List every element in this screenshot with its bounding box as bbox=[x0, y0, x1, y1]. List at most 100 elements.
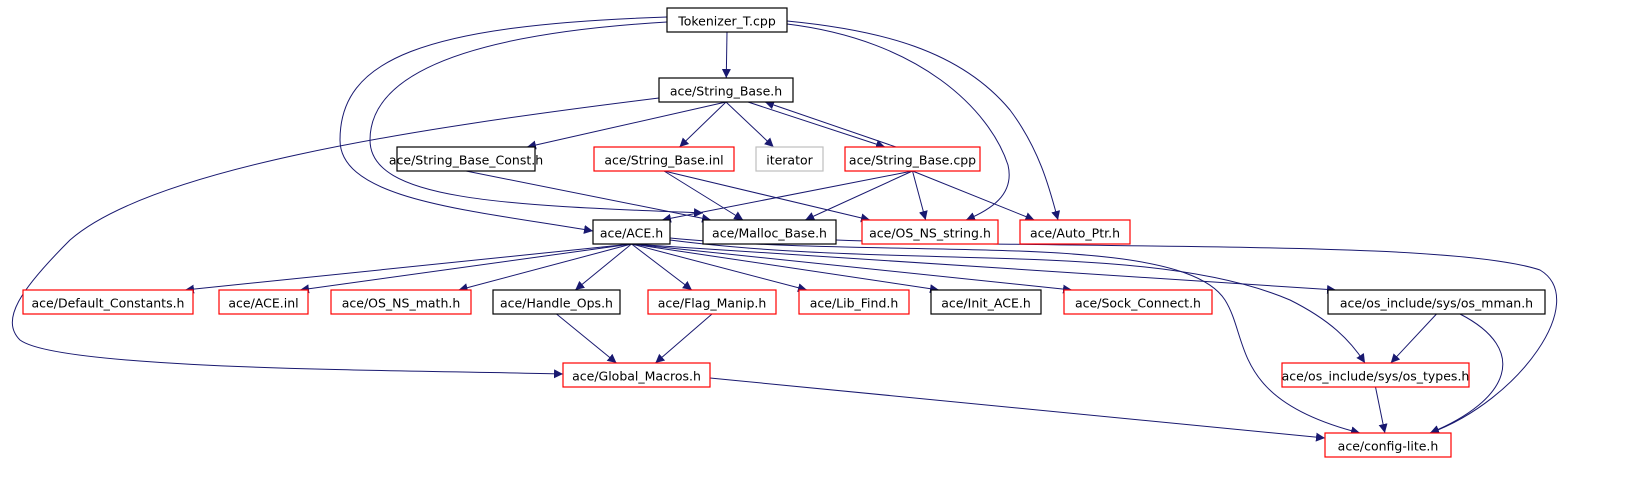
edge-ace_h-to-handle_ops bbox=[574, 243, 632, 291]
edge-string_base_inl-to-os_ns_string bbox=[663, 170, 871, 223]
edge-string_base_cpp-to-string_base_h bbox=[764, 100, 897, 148]
edge-tokenizer-to-malloc_base bbox=[369, 21, 704, 218]
edge-ace_h-to-init_ace bbox=[631, 243, 940, 294]
node-os_types[interactable]: ace/os_include/sys/os_types.h bbox=[1281, 362, 1470, 388]
edge-ace_h-to-os_types bbox=[669, 239, 1366, 364]
node-iterator[interactable]: iterator bbox=[755, 146, 824, 172]
node-label: ace/Lib_Find.h bbox=[810, 296, 899, 311]
node-init_ace[interactable]: ace/Init_ACE.h bbox=[930, 289, 1042, 315]
node-box bbox=[492, 289, 621, 315]
node-label: ace/String_Base_Const.h bbox=[389, 153, 543, 168]
node-os_ns_string[interactable]: ace/OS_NS_string.h bbox=[861, 219, 999, 245]
node-auto_ptr[interactable]: ace/Auto_Ptr.h bbox=[1019, 219, 1131, 245]
node-malloc_base[interactable]: ace/Malloc_Base.h bbox=[702, 219, 837, 245]
edge-malloc_base-to-config_lite bbox=[835, 239, 1558, 435]
node-handle_ops[interactable]: ace/Handle_Ops.h bbox=[492, 289, 621, 315]
edges-layer bbox=[11, 16, 1558, 442]
node-flag_manip[interactable]: ace/Flag_Manip.h bbox=[647, 289, 777, 315]
node-box bbox=[593, 146, 735, 172]
edge-string_base_cpp-to-ace_h bbox=[661, 170, 913, 223]
node-label: ace/os_include/sys/os_mman.h bbox=[1340, 296, 1533, 311]
node-os_ns_math[interactable]: ace/OS_NS_math.h bbox=[330, 289, 472, 315]
node-box bbox=[798, 289, 910, 315]
node-box bbox=[755, 146, 824, 172]
node-box bbox=[702, 219, 837, 245]
node-label: ace/Global_Macros.h bbox=[572, 369, 701, 384]
edge-string_base_h-to-iterator bbox=[725, 101, 774, 148]
node-label: ace/String_Base.inl bbox=[604, 153, 723, 168]
node-label: ace/ACE.inl bbox=[228, 296, 298, 311]
edge-ace_h-to-default_constants bbox=[184, 243, 632, 294]
node-box bbox=[396, 146, 536, 172]
node-label: ace/os_include/sys/os_types.h bbox=[1282, 369, 1470, 384]
edge-os_types-to-config_lite bbox=[1375, 386, 1388, 434]
edge-os_mman-to-config_lite bbox=[1429, 313, 1504, 434]
edge-ace_h-to-flag_manip bbox=[631, 243, 693, 291]
node-box bbox=[1324, 432, 1452, 458]
nodes-layer: Tokenizer_T.cpp ace/String_Base.h ace/Stri… bbox=[22, 7, 1546, 458]
node-box bbox=[1063, 289, 1213, 315]
node-label: ace/Default_Constants.h bbox=[32, 296, 185, 311]
edge-string_base_inl-to-malloc_base bbox=[663, 170, 744, 221]
edge-ace_h-to-sock_connect bbox=[631, 243, 1073, 294]
node-label: ace/String_Base.h bbox=[670, 84, 782, 99]
node-label: iterator bbox=[766, 153, 813, 168]
node-os_mman[interactable]: ace/os_include/sys/os_mman.h bbox=[1327, 289, 1546, 315]
node-box bbox=[1281, 362, 1470, 388]
node-box bbox=[1327, 289, 1546, 315]
node-label: ace/Sock_Connect.h bbox=[1075, 296, 1201, 311]
node-string_base_cpp[interactable]: ace/String_Base.cpp bbox=[844, 146, 981, 172]
node-box bbox=[647, 289, 777, 315]
edge-ace_h-to-lib_find bbox=[631, 243, 808, 293]
node-string_base_inl[interactable]: ace/String_Base.inl bbox=[593, 146, 735, 172]
node-string_base_const[interactable]: ace/String_Base_Const.h bbox=[389, 146, 543, 172]
node-label: ace/OS_NS_math.h bbox=[342, 296, 461, 311]
edge-ace_h-to-os_mman bbox=[631, 243, 1337, 294]
edge-string_base_cpp-to-auto_ptr bbox=[912, 170, 1035, 221]
node-box bbox=[930, 289, 1042, 315]
node-default_constants[interactable]: ace/Default_Constants.h bbox=[22, 289, 194, 315]
node-tokenizer[interactable]: Tokenizer_T.cpp bbox=[666, 7, 788, 33]
edge-string_base_h-to-string_base_const bbox=[526, 101, 727, 150]
edge-string_base_h-to-string_base_inl bbox=[679, 101, 727, 148]
node-box bbox=[658, 77, 794, 103]
node-box bbox=[562, 362, 711, 388]
edge-global_macros-to-config_lite bbox=[709, 377, 1326, 442]
node-ace_inl[interactable]: ace/ACE.inl bbox=[218, 289, 309, 315]
edge-string_base_cpp-to-os_ns_string bbox=[912, 170, 928, 221]
edge-tokenizer-to-ace_h bbox=[339, 16, 668, 234]
node-box bbox=[330, 289, 472, 315]
edge-os_mman-to-os_types bbox=[1390, 313, 1437, 364]
edge-string_base_const-to-malloc_base bbox=[465, 170, 712, 223]
edge-ace_h-to-config_lite bbox=[669, 237, 1361, 436]
node-label: ace/Handle_Ops.h bbox=[500, 296, 613, 311]
node-label: ace/OS_NS_string.h bbox=[869, 226, 991, 241]
node-box bbox=[1019, 219, 1131, 245]
edge-tokenizer-to-auto_ptr bbox=[786, 20, 1061, 221]
node-label: ace/Init_ACE.h bbox=[941, 296, 1031, 311]
node-label: ace/ACE.h bbox=[600, 226, 663, 241]
node-label: ace/Malloc_Base.h bbox=[712, 226, 827, 241]
node-box bbox=[666, 7, 788, 33]
node-label: ace/Flag_Manip.h bbox=[658, 296, 767, 311]
edge-string_base_cpp-to-malloc_base bbox=[805, 170, 913, 221]
node-box bbox=[592, 219, 671, 245]
node-config_lite[interactable]: ace/config-lite.h bbox=[1324, 432, 1452, 458]
edge-flag_manip-to-global_macros bbox=[655, 313, 713, 364]
edge-string_base_h-to-global_macros bbox=[11, 97, 660, 379]
node-string_base_h[interactable]: ace/String_Base.h bbox=[658, 77, 794, 103]
node-box bbox=[844, 146, 981, 172]
node-lib_find[interactable]: ace/Lib_Find.h bbox=[798, 289, 910, 315]
edge-tokenizer-to-string_base_h bbox=[721, 31, 731, 79]
edge-tokenizer-to-os_ns_string bbox=[786, 23, 1010, 221]
node-label: ace/config-lite.h bbox=[1338, 439, 1439, 454]
node-box bbox=[218, 289, 309, 315]
edge-string_base_h-to-string_base_cpp bbox=[747, 101, 886, 149]
node-ace_h[interactable]: ace/ACE.h bbox=[592, 219, 671, 245]
node-label: Tokenizer_T.cpp bbox=[677, 14, 776, 29]
node-global_macros[interactable]: ace/Global_Macros.h bbox=[562, 362, 711, 388]
node-label: ace/String_Base.cpp bbox=[849, 153, 976, 168]
node-box bbox=[22, 289, 194, 315]
node-sock_connect[interactable]: ace/Sock_Connect.h bbox=[1063, 289, 1213, 315]
